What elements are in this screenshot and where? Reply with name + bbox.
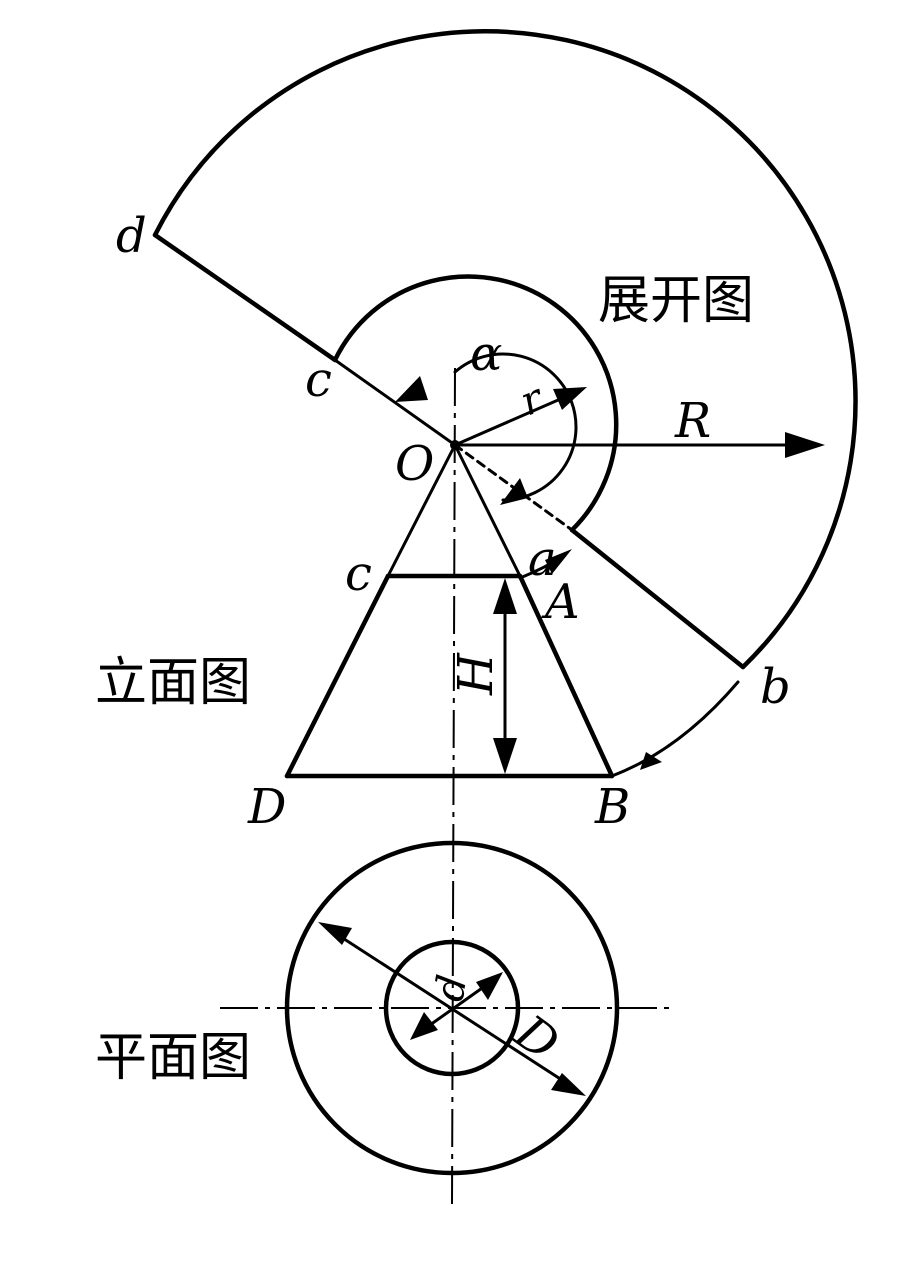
dimension-line-d-inner: [428, 984, 487, 1027]
plan-inner-circle: [383, 939, 521, 1077]
elevation-right-edge: [517, 573, 615, 779]
label-point-o: O: [395, 436, 434, 492]
arrowhead-h-bottom: [493, 738, 517, 774]
label-point-c-arc: c: [305, 352, 332, 408]
development-outer-arc: [152, 29, 858, 670]
elevation-left-edge: [284, 573, 391, 779]
arrowhead-alpha-start: [395, 376, 428, 402]
label-point-upper-d: D: [247, 779, 286, 835]
arrowhead-d-inner-2: [476, 972, 503, 1000]
label-point-d: d: [116, 208, 147, 264]
construction-line-oc: [333, 358, 457, 447]
label-point-upper-a: A: [541, 574, 580, 630]
arrowhead-alpha-end: [500, 478, 528, 505]
label-point-a: a: [528, 531, 557, 587]
label-diameter-d: d: [427, 972, 477, 1005]
label-diameter-upper-d: D: [504, 1004, 569, 1073]
label-elevation-view: 立面图: [95, 653, 251, 713]
arrowhead-d-inner-1: [410, 1012, 438, 1040]
label-point-upper-b: B: [594, 779, 630, 835]
arc-b-to-b: [610, 680, 740, 778]
development-edge-dc: [152, 232, 338, 363]
development-edge-ab: [569, 527, 746, 670]
development-inner-arc: [332, 274, 619, 533]
arrowhead-d-outer-1: [318, 922, 352, 945]
angle-alpha-arc: [453, 352, 578, 502]
arrowhead-d-outer-2: [551, 1073, 586, 1096]
arrowhead-r-outer: [785, 432, 825, 458]
label-height-h: H: [448, 652, 504, 696]
elevation-slant-right-upper: [453, 443, 522, 578]
dimension-line-r-inner: [453, 395, 567, 447]
label-point-b: b: [760, 659, 791, 715]
label-angle-alpha: α: [470, 326, 502, 382]
vertical-center-line: [451, 367, 456, 1206]
label-plan-view: 平面图: [95, 1028, 251, 1088]
plan-outer-circle: [284, 840, 620, 1176]
label-development-view: 展开图: [598, 271, 754, 331]
label-radius-upper-r: R: [674, 393, 711, 449]
elevation-slant-left-upper: [386, 443, 457, 578]
label-point-c-elevation: c: [345, 546, 372, 602]
arrowhead-h-top: [493, 578, 517, 614]
arrowhead-b: [640, 752, 662, 770]
arrowhead-a: [545, 549, 572, 574]
